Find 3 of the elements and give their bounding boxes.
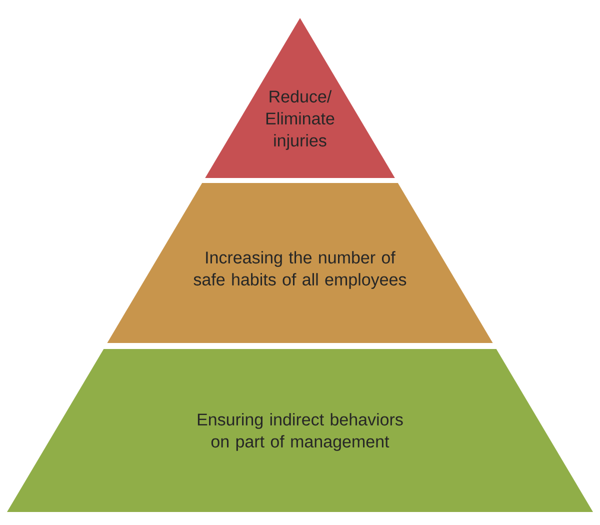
pyramid-tier: Ensuring indirect behaviors on part of management <box>7 349 593 512</box>
pyramid-tier: Reduce/ Eliminate injuries <box>205 18 395 178</box>
pyramid-tier: Increasing the number of safe habits of all employees <box>107 183 493 343</box>
